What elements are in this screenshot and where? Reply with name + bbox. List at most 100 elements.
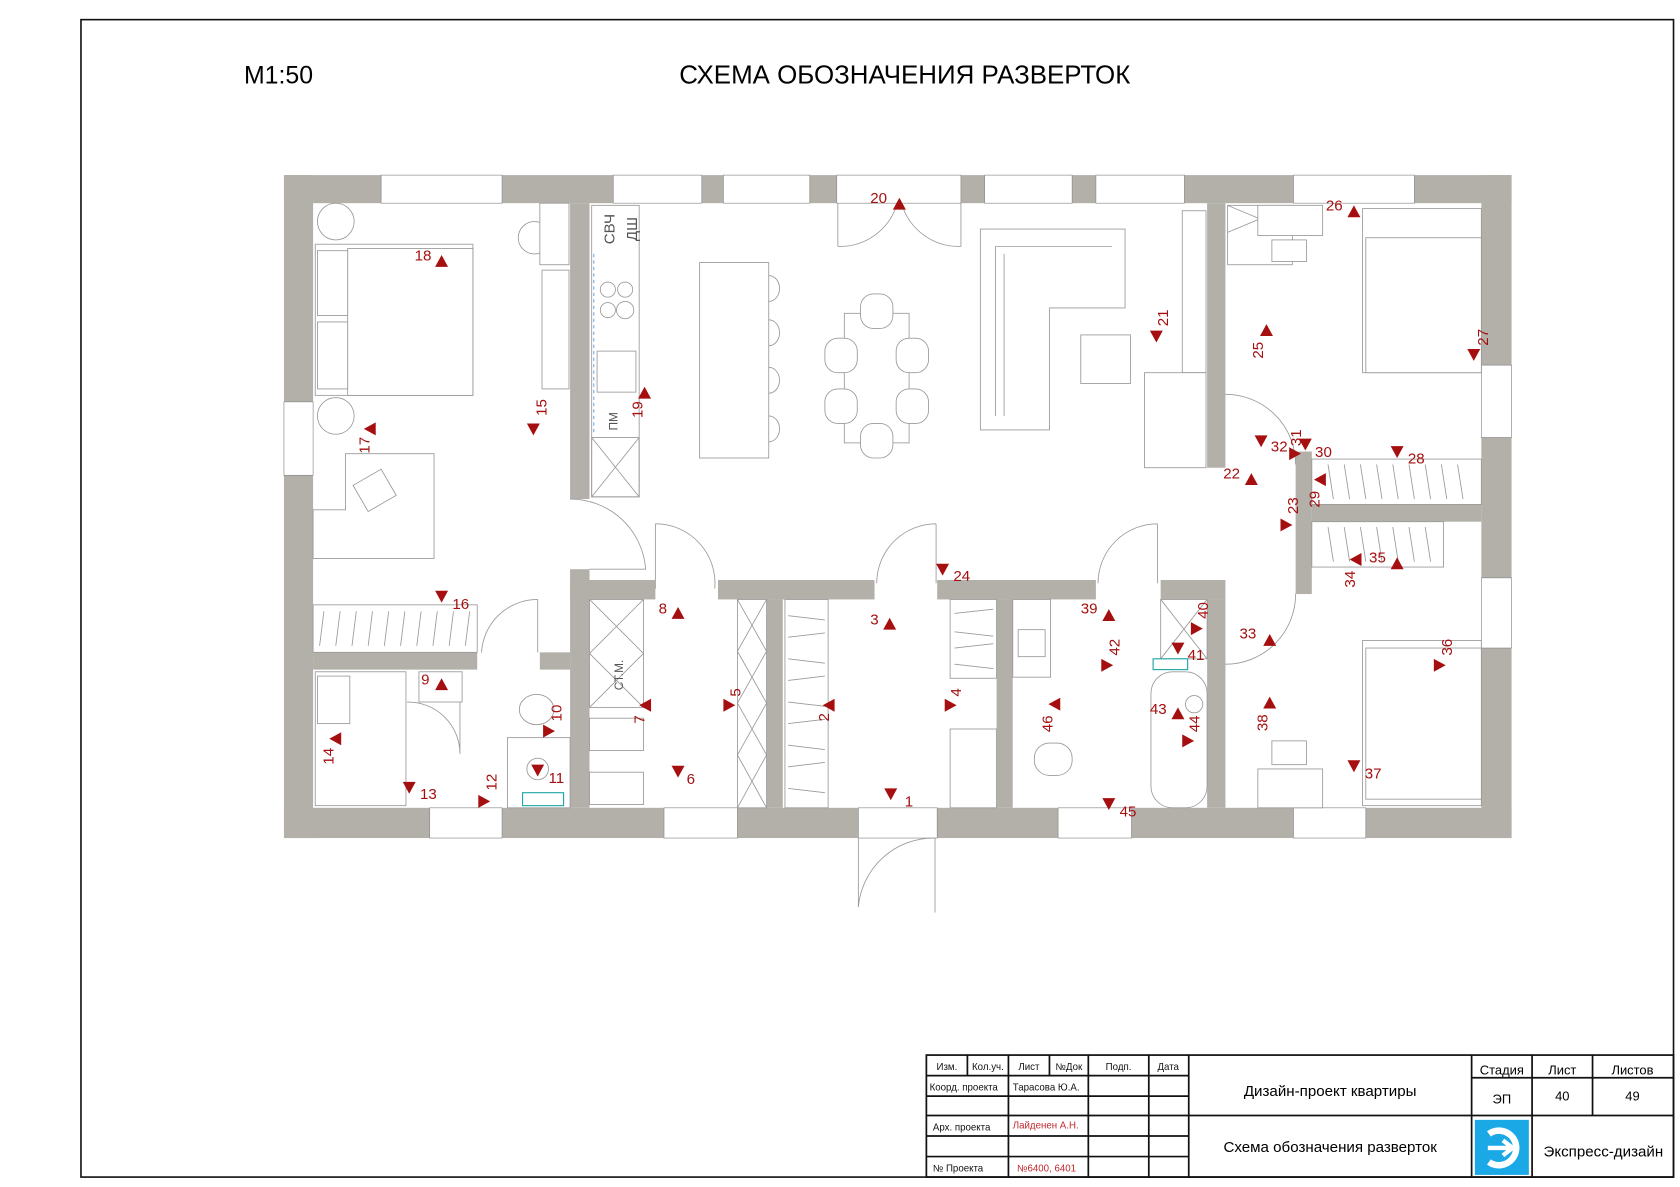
marker-arrow-icon (1254, 435, 1268, 448)
marker-label: 36 (1439, 639, 1456, 656)
sheets-value: 49 (1625, 1088, 1639, 1103)
marker-label: 18 (415, 247, 432, 264)
marker-label: 22 (1223, 466, 1240, 483)
sheet-frame (80, 18, 1675, 1178)
marker-arrow-icon (892, 197, 906, 210)
elevation-marker-44: 44 (1182, 715, 1204, 748)
marker-label: 43 (1150, 701, 1167, 718)
elevation-marker-28: 28 (1390, 446, 1425, 467)
marker-label: 29 (1306, 491, 1323, 508)
elevation-marker-43: 43 (1150, 701, 1185, 720)
marker-label: 20 (870, 190, 887, 207)
elevation-marker-34: 34 (1342, 553, 1362, 588)
elevation-marker-40: 40 (1190, 602, 1212, 636)
arch-label: Арх. проекта (933, 1123, 991, 1134)
marker-arrow-icon (1289, 447, 1302, 461)
marker-arrow-icon (402, 781, 416, 794)
elevation-marker-25: 25 (1250, 324, 1273, 359)
elevation-marker-32: 32 (1254, 435, 1288, 456)
marker-label: 34 (1342, 571, 1359, 588)
marker-label: 9 (421, 672, 429, 689)
elevation-marker-37: 37 (1347, 760, 1382, 783)
marker-label: 37 (1365, 766, 1382, 783)
marker-arrow-icon (1244, 473, 1258, 485)
marker-arrow-icon (531, 764, 545, 777)
elevation-marker-12: 12 (478, 774, 501, 808)
elevation-marker-4: 4 (944, 688, 965, 712)
floor-plan: СВЧ ДШ ПМ СТ.М. 123456789101112131415161… (283, 174, 1512, 913)
marker-label: 12 (484, 774, 501, 791)
marker-arrow-icon (1298, 438, 1312, 451)
marker-arrow-icon (1390, 557, 1404, 570)
marker-label: 23 (1285, 497, 1302, 514)
elevation-marker-6: 6 (671, 765, 695, 788)
furniture (312, 202, 1482, 809)
marker-arrow-icon (723, 698, 736, 712)
marker-label: 19 (629, 401, 646, 418)
elevation-marker-20: 20 (870, 190, 906, 210)
marker-label: 32 (1271, 439, 1288, 456)
marker-label: 13 (420, 786, 437, 803)
marker-label: 16 (452, 596, 469, 613)
elevation-marker-14: 14 (321, 732, 342, 765)
marker-arrow-icon (1102, 798, 1116, 810)
elevation-marker-10: 10 (543, 705, 565, 738)
elevation-marker-24: 24 (936, 563, 970, 585)
header-izm: Изм. (936, 1062, 957, 1073)
marker-arrow-icon (1347, 760, 1361, 773)
elevation-marker-13: 13 (402, 781, 437, 803)
elevation-marker-18: 18 (415, 247, 449, 267)
marker-label: 45 (1120, 803, 1137, 820)
elevation-marker-3: 3 (870, 611, 897, 630)
elevation-marker-26: 26 (1326, 198, 1361, 218)
stage-value: ЭП (1493, 1092, 1512, 1107)
project-label: № Проекта (933, 1164, 984, 1175)
elevation-marker-27: 27 (1467, 329, 1492, 361)
elevation-marker-30: 30 (1298, 438, 1332, 461)
dishwasher-label: ДШ (624, 217, 641, 241)
elevation-marker-45: 45 (1102, 798, 1136, 820)
marker-arrow-icon (543, 724, 555, 738)
marker-label: 7 (632, 715, 649, 723)
marker-arrow-icon (936, 563, 950, 576)
marker-arrow-icon (1280, 518, 1293, 532)
company-logo-icon (1474, 1119, 1529, 1175)
scale-label: М1:50 (244, 62, 313, 89)
marker-label: 8 (659, 600, 667, 617)
marker-label: 21 (1155, 309, 1172, 326)
windows (283, 174, 1512, 839)
marker-arrow-icon (1467, 348, 1481, 361)
coord-name: Тарасова Ю.А. (1013, 1083, 1080, 1094)
elevation-marker-33: 33 (1239, 625, 1277, 646)
elevation-marker-17: 17 (356, 422, 376, 454)
elevation-marker-31: 31 (1288, 429, 1305, 461)
elevation-marker-19: 19 (629, 386, 652, 418)
sheet-value: 40 (1555, 1088, 1569, 1103)
elevation-marker-22: 22 (1223, 466, 1258, 485)
marker-label: 33 (1239, 625, 1256, 642)
marker-arrow-icon (944, 698, 957, 712)
marker-arrow-icon (526, 423, 540, 436)
marker-label: 41 (1188, 647, 1205, 664)
marker-arrow-icon (1390, 446, 1404, 458)
marker-label: 15 (533, 399, 550, 416)
marker-arrow-icon (1260, 324, 1273, 336)
project-title: Дизайн-проект квартиры (1244, 1083, 1417, 1100)
elevation-marker-23: 23 (1280, 497, 1302, 532)
arch-name: Лайденен А.Н. (1013, 1120, 1079, 1131)
elevation-marker-41: 41 (1171, 642, 1205, 664)
marker-label: 24 (953, 568, 970, 585)
marker-arrow-icon (1102, 609, 1116, 622)
washer-kitchen-label: ПМ (607, 412, 621, 430)
marker-label: 38 (1255, 714, 1272, 731)
marker-label: 30 (1315, 444, 1332, 461)
marker-label: 17 (356, 437, 373, 454)
marker-label: 14 (321, 748, 338, 765)
elevation-marker-11: 11 (531, 764, 564, 787)
marker-arrow-icon (1182, 734, 1195, 748)
elevation-marker-42: 42 (1101, 639, 1124, 672)
sheets-label: Листов (1611, 1063, 1653, 1078)
marker-arrow-icon (1347, 205, 1361, 218)
coord-label: Коорд. проекта (930, 1083, 999, 1094)
